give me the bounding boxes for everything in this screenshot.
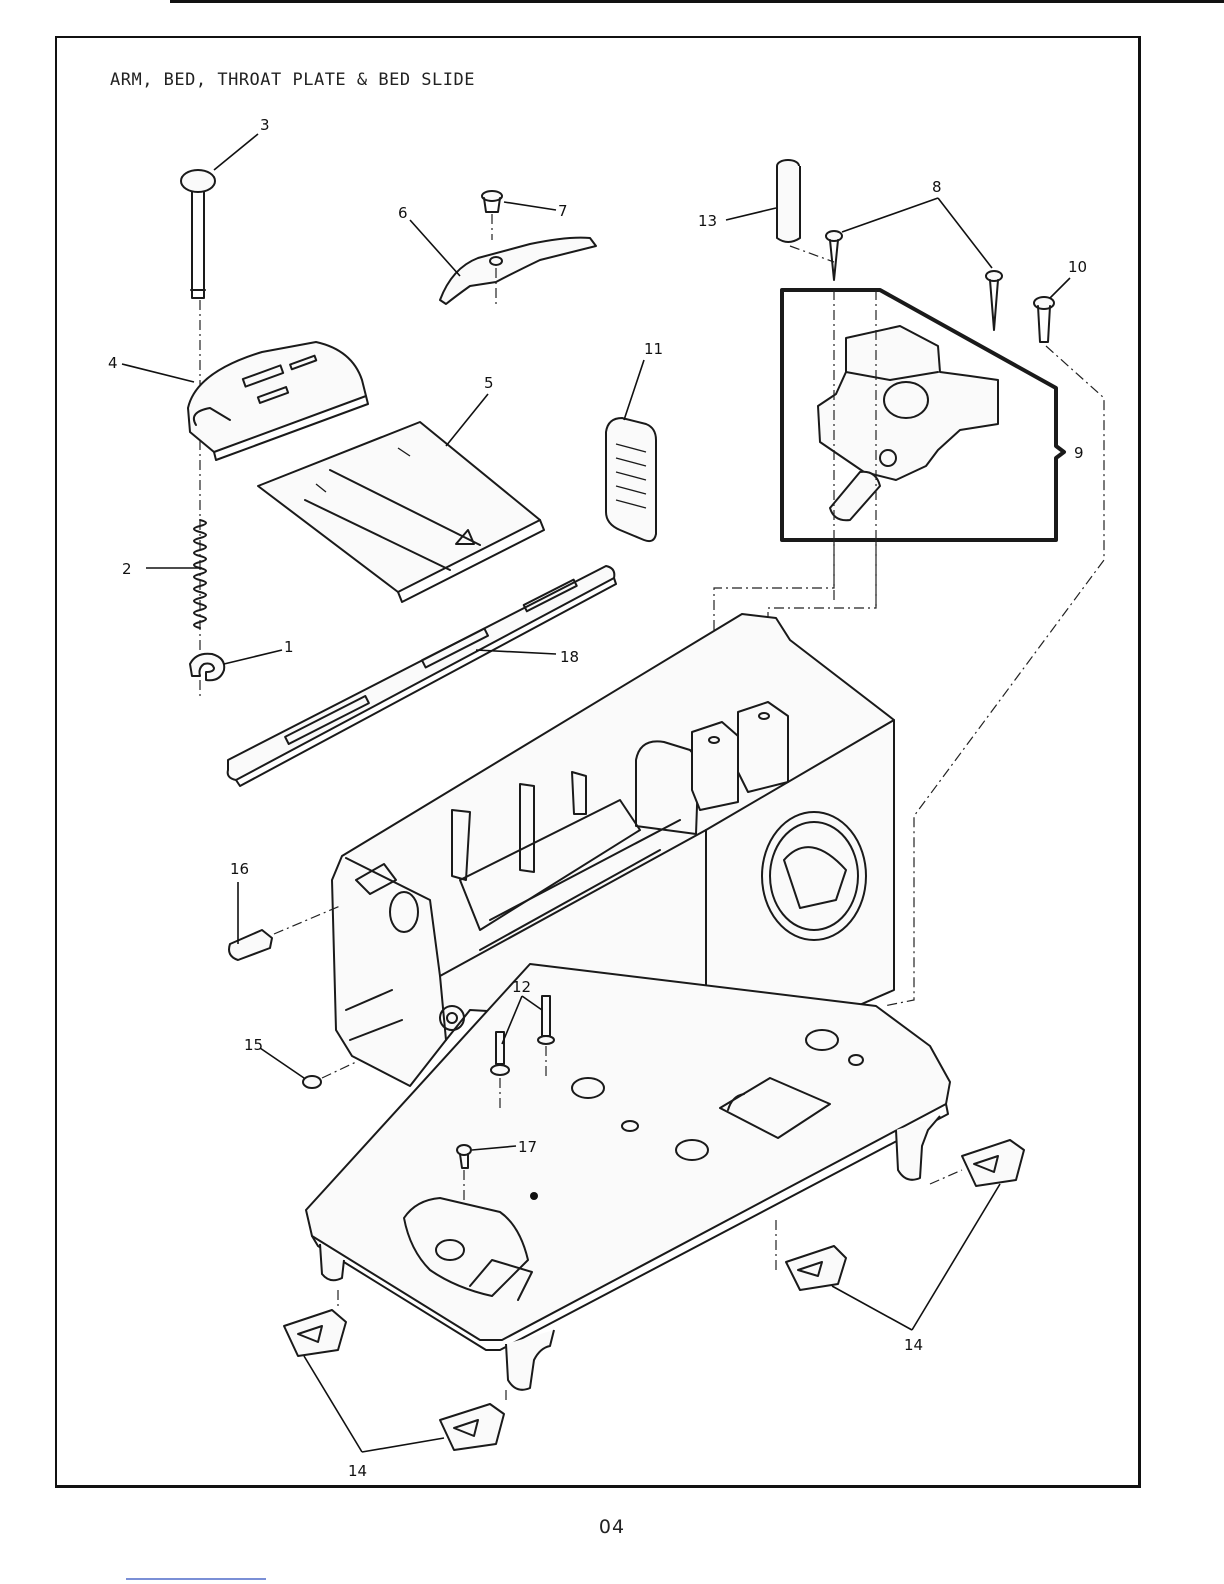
callout-14-right: 14 [904,1336,923,1354]
callout-2: 2 [122,560,132,578]
callout-16: 16 [230,860,249,878]
part-16-stud [229,906,340,960]
part-15-pin [303,1062,356,1088]
callout-10: 10 [1068,258,1087,276]
callout-13: 13 [698,212,717,230]
callout-5: 5 [484,374,494,392]
page-number: 04 [0,1516,1224,1538]
part-11-cover [606,418,656,541]
part-4-throat-plate [188,342,368,460]
link-underline [126,1578,266,1580]
part-5-slide-plate [258,422,544,602]
callout-1: 1 [284,638,294,656]
callout-9: 9 [1074,444,1084,462]
part-2-spring [194,520,206,628]
callout-15: 15 [244,1036,263,1054]
part-9-assembly [782,290,1064,608]
callout-8: 8 [932,178,942,196]
callout-18: 18 [560,648,579,666]
part-7-screw [482,191,502,240]
callout-11: 11 [644,340,663,358]
part-1-clip [190,654,224,681]
callout-4: 4 [108,354,118,372]
callout-12: 12 [512,978,531,996]
callout-3: 3 [260,116,270,134]
callout-14-left: 14 [348,1462,367,1480]
callout-17: 17 [518,1138,537,1156]
part-13-pin [777,160,834,262]
callout-7: 7 [558,202,568,220]
callout-6: 6 [398,204,408,222]
part-6-bracket [440,238,596,308]
